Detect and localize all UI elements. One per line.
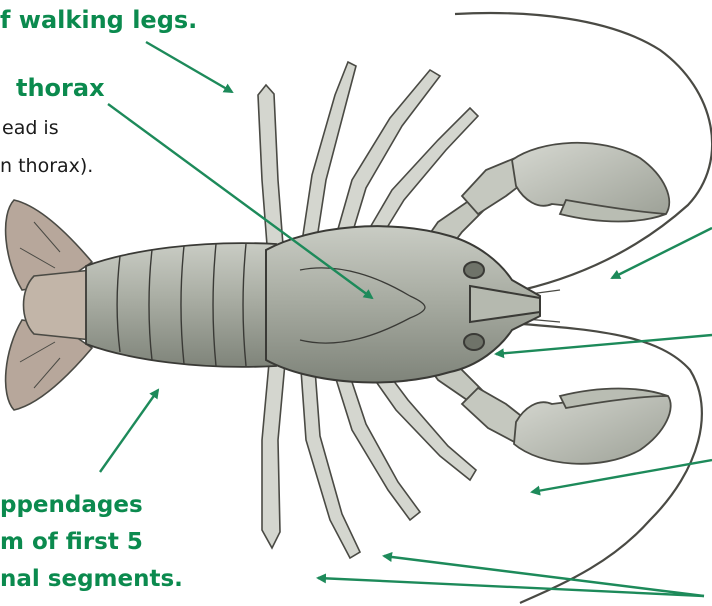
arrow-walking-legs: [146, 42, 232, 92]
eye-upper: [464, 262, 484, 278]
label-appendages-1: ppendages: [0, 492, 143, 518]
leg-lower-1: [262, 352, 286, 548]
arrow-appendages: [100, 390, 158, 472]
arrow-legs-2: [384, 556, 704, 596]
label-thorax: thorax: [16, 74, 105, 102]
arrow-antenna: [612, 228, 712, 278]
label-appendages-3: nal segments.: [0, 566, 183, 592]
lower-antenna: [520, 324, 702, 603]
label-thorax-note-1: ead is: [2, 117, 59, 139]
eye-lower: [464, 334, 484, 350]
label-thorax-note-2: n thorax).: [0, 155, 93, 177]
label-appendages-2: m of first 5: [0, 529, 143, 555]
telson: [24, 270, 93, 340]
label-walking-legs: f walking legs.: [0, 6, 197, 34]
abdomen: [86, 243, 276, 367]
tail-fan: [6, 200, 92, 410]
arrow-legs-1: [318, 578, 704, 596]
arrow-eye: [496, 335, 712, 354]
leg-upper-1: [258, 85, 284, 258]
